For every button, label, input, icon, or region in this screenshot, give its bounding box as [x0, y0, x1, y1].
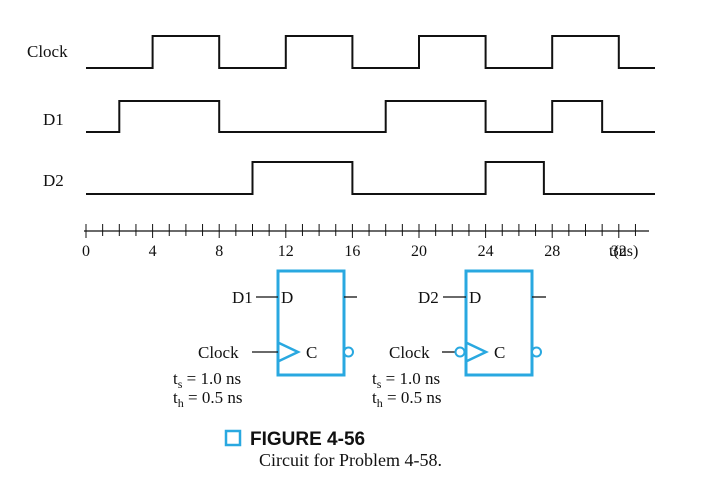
flipflop-2: D2 D Clock C ts = 1.0 ns th = 0.5 ns: [372, 269, 546, 410]
clock-waveform: [86, 35, 655, 69]
flipflop-1-qbar-bubble-icon: [343, 346, 354, 358]
flipflop-2-d-input-label: D2: [418, 288, 439, 307]
flipflop-1-body: [276, 269, 346, 377]
flipflop-1-setup-time: ts = 1.0 ns: [173, 369, 241, 391]
flipflop-2-body: [464, 269, 534, 377]
d1-label: D1: [43, 110, 64, 129]
d2-label: D2: [43, 171, 64, 190]
flipflop-1-c-pin: C: [306, 343, 317, 362]
flipflop-2-qbar-bubble-icon: [531, 346, 542, 358]
axis-tick-label: 8: [215, 243, 223, 260]
flipflop-2-setup-time: ts = 1.0 ns: [372, 369, 440, 391]
axis-tick-label: 24: [478, 243, 494, 260]
axis-tick-label: 28: [544, 243, 560, 260]
flipflop-2-clock-label: Clock: [389, 343, 430, 362]
flipflop-2-clock-triangle-icon: [466, 341, 489, 363]
caption-text: Circuit for Problem 4-58.: [259, 450, 442, 470]
flipflop-2-inverted-clock-bubble-icon: [454, 346, 466, 358]
flipflop-1-d-input-label: D1: [232, 288, 253, 307]
axis-tick-label: 16: [344, 243, 360, 260]
d1-waveform: [86, 100, 655, 133]
flipflop-1-clock-triangle-icon: [278, 341, 301, 363]
axis-tick-label: 12: [278, 243, 294, 260]
clock-label: Clock: [27, 42, 68, 61]
d2-waveform: [86, 161, 655, 195]
axis-tick-label: 4: [149, 243, 157, 260]
flipflop-1-clock-label: Clock: [198, 343, 239, 362]
axis-tick-label: 20: [411, 243, 427, 260]
flipflop-1-d-pin: D: [281, 288, 293, 307]
flipflop-2-hold-time: th = 0.5 ns: [372, 388, 441, 410]
axis-tick-label: 0: [82, 243, 90, 260]
caption-square-icon: [224, 429, 242, 447]
axis-tick-label: 32: [611, 243, 627, 260]
time-axis: [84, 224, 649, 238]
flipflop-2-d-pin: D: [469, 288, 481, 307]
time-unit-label: t(ns): [609, 243, 638, 260]
flipflop-1: D1 D Clock C ts = 1.0 ns th = 0.5 ns: [173, 269, 357, 410]
caption-title: FIGURE 4-56: [250, 429, 365, 450]
flipflop-1-hold-time: th = 0.5 ns: [173, 388, 242, 410]
flipflop-2-c-pin: C: [494, 343, 505, 362]
